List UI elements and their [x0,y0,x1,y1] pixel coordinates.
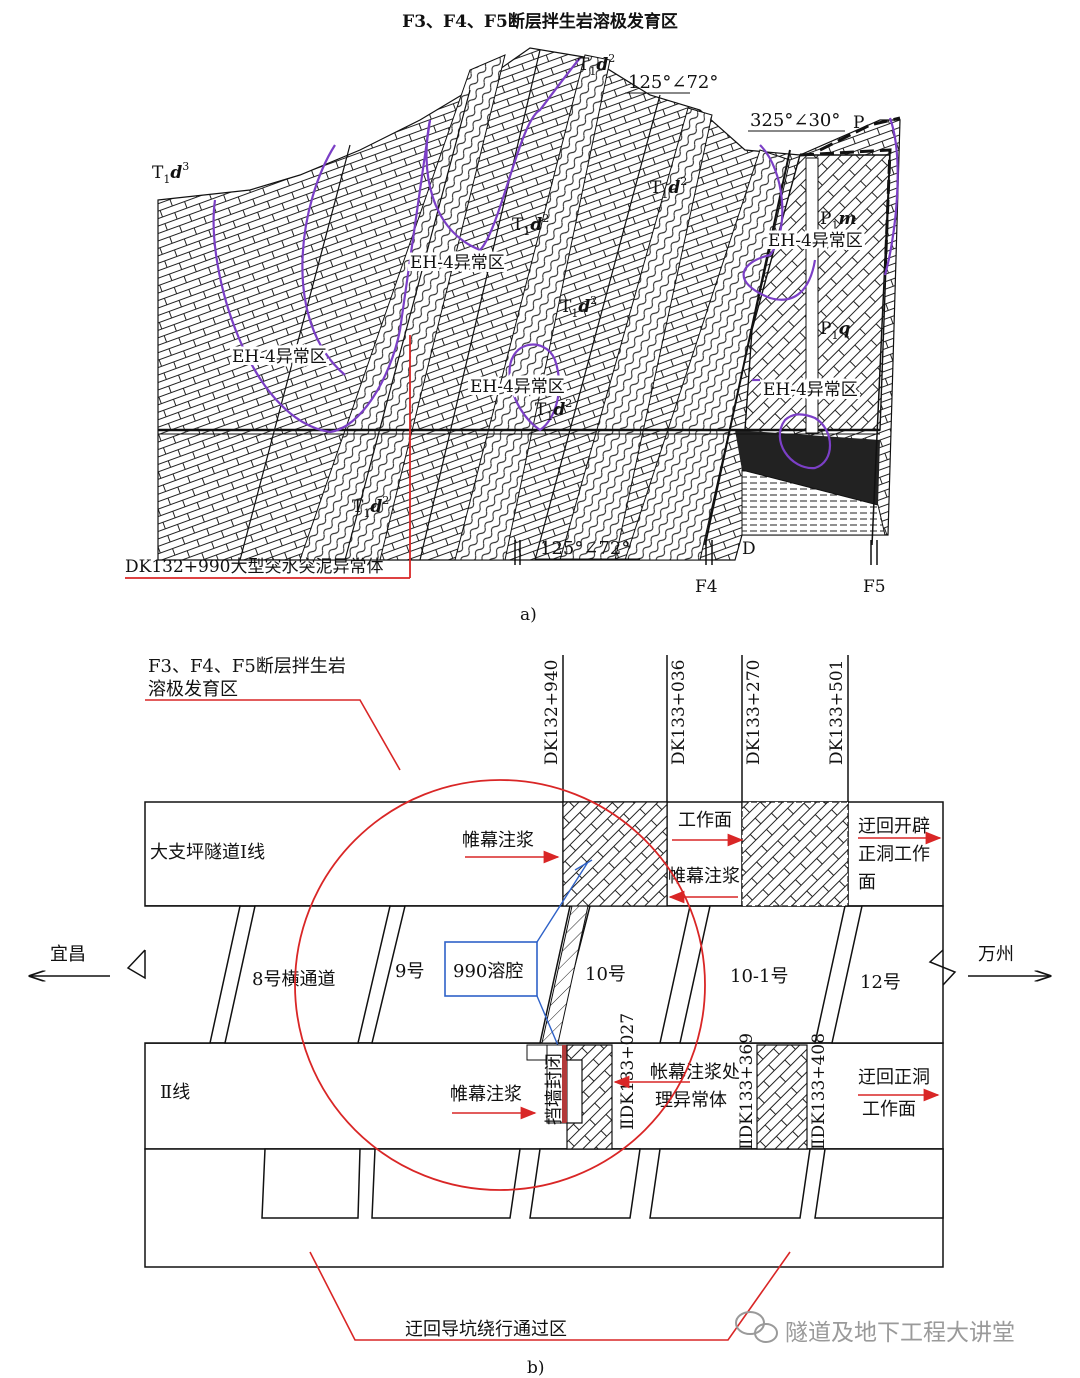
fault-f5 [871,149,891,546]
line1-grouting-back-label: 帷幕注浆 [668,866,740,887]
svg-text:T1d2: T1d2 [352,494,389,520]
left-direction-label: 宜昌 [50,944,86,965]
strata-band-4 [624,149,791,561]
karst-cavity-label: 990溶腔 [453,961,523,982]
karst-zone-circle [294,779,706,1191]
bypass-cross-passages [261,1148,944,1219]
figure-a-geologic-section: F3、F4、F5断层拌生岩溶极发育区 [125,11,901,625]
svg-text:迂回开辟: 迂回开辟 [858,816,930,837]
bedding-lines [239,49,661,561]
svg-text:EH-4异常区: EH-4异常区 [763,380,858,400]
svg-text:T1d2: T1d2 [560,294,597,320]
svg-text:T1d3: T1d3 [152,160,189,186]
svg-text:正洞工作: 正洞工作 [858,844,930,865]
bypass-label: 迂回导坑绕行通过区 [405,1319,567,1340]
figure-a-title: F3、F4、F5断层拌生岩溶极发育区 [402,11,678,32]
line1-grouted-section-1 [562,801,668,907]
zone-label-leader [145,699,401,771]
passage-8-label: 8号横通道 [252,969,335,990]
line1-grouted-section-2 [741,801,849,907]
karst-cavity-box [444,941,538,997]
line1-grouting-label: 帷幕注浆 [462,830,534,851]
svg-text:EH-4异常区: EH-4异常区 [470,377,565,397]
fault-markers [514,540,878,565]
line1-detour-label: 迂回开辟 正洞工作 面 [858,816,930,893]
svg-text:T1d2: T1d2 [578,52,615,78]
svg-text:EH-4异常区: EH-4异常区 [232,347,327,367]
svg-text:P1m: P1m [820,209,856,232]
svg-text:T1d2: T1d2 [512,212,549,238]
passage-9-label: 9号 [395,961,424,982]
svg-text:ⅡDK133+408: ⅡDK133+408 [809,1033,829,1150]
fault-f5-label: F5 [863,577,886,597]
cross-passages [145,905,944,1044]
right-break-symbol [928,949,957,986]
figure-a-caption: a) [520,605,537,625]
passage-10-label: 10号 [585,964,626,985]
seal-wall-red [562,1045,567,1123]
svg-text:EH-4异常区: EH-4异常区 [232,347,327,367]
svg-text:T1d2: T1d2 [650,175,687,201]
working-face-label: 工作面 [678,810,732,831]
line1-name: 大支坪隧道Ⅰ线 [150,842,265,863]
attitude-bottom: 125°∠72° [540,538,630,559]
passage-10-1-label: 10-1号 [730,966,788,987]
bypass-callout [309,1251,791,1341]
svg-text:DK133+501: DK133+501 [827,660,847,765]
svg-text:DK133+270: DK133+270 [744,660,764,765]
callout-label: DK132+990大型突水突泥异常体 [125,557,383,577]
zone-label-line1: F3、F4、F5断层拌生岩 [148,656,346,677]
line2-detour-label: 迂回正洞 工作面 [858,1067,930,1120]
svg-text:DK132+940: DK132+940 [542,660,562,765]
svg-text:ⅡDK133+027: ⅡDK133+027 [618,1013,638,1130]
svg-text:EH-4异常区: EH-4异常区 [410,253,505,273]
attitude-top: 125°∠72° [628,72,718,93]
svg-text:D: D [742,539,756,559]
svg-text:EH-4异常区: EH-4异常区 [768,231,863,251]
devonian-block [741,469,886,536]
watermark: 隧道及地下工程大讲堂 [735,1311,1015,1346]
attitude-right: 325°∠30° [750,110,840,131]
svg-text:帐幕注浆处: 帐幕注浆处 [650,1062,740,1083]
seal-wall-label: 挡墙封闭 [544,1053,565,1125]
svg-text:T1d2: T1d2 [535,397,572,423]
right-direction-label: 万州 [978,944,1014,965]
line2-grouted-section-2 [756,1044,808,1150]
line2-grouted-section-1 [566,1044,613,1150]
svg-text:P1q: P1q [820,319,850,342]
svg-text:迂回正洞: 迂回正洞 [858,1067,930,1088]
watermark-text: 隧道及地下工程大讲堂 [785,1320,1015,1346]
fault-f4 [704,149,791,546]
wechat-icon [735,1311,778,1343]
station-labels: DK132+940 DK133+036 DK133+270 DK133+501 [542,660,847,765]
figure-b-caption: b) [527,1358,545,1378]
line2-station-labels: ⅡDK133+027 ⅡDK133+369 ⅡDK133+408 [618,1013,829,1150]
figure-b-tunnel-plan: F3、F4、F5断层拌生岩 溶极发育区 [30,655,1050,1378]
svg-text:EH-4异常区: EH-4异常区 [410,253,505,273]
svg-text:P: P [853,113,864,133]
eh4-anomaly-outlines [212,57,899,470]
passage-12-label: 12号 [860,972,901,993]
svg-text:ⅡDK133+369: ⅡDK133+369 [737,1033,757,1150]
svg-text:工作面: 工作面 [862,1099,916,1120]
strata-band-3 [559,107,713,561]
svg-text:EH-4异常区: EH-4异常区 [768,231,863,251]
borehole [805,157,819,434]
svg-text:理异常体: 理异常体 [655,1090,727,1111]
left-break-symbol [126,949,146,980]
svg-text:DK133+036: DK133+036 [669,660,689,765]
svg-text:面: 面 [858,872,876,893]
zone-label-line2: 溶极发育区 [148,679,238,700]
svg-text:EH-4异常区: EH-4异常区 [763,380,858,400]
strata-labels: T1d3 T1d2 T1d2 T1d2 T1d2 T1d2 T1d2 P1m P… [152,52,864,559]
svg-text:EH-4异常区: EH-4异常区 [470,377,565,397]
line2-name: Ⅱ线 [160,1082,190,1103]
fault-f4-label: F4 [695,577,718,597]
line2-grouting-label: 帷幕注浆 [450,1084,522,1105]
eh4-labels: EH-4异常区 EH-4异常区 EH-4异常区 EH-4异常区 EH-4异常区 … [229,228,866,403]
